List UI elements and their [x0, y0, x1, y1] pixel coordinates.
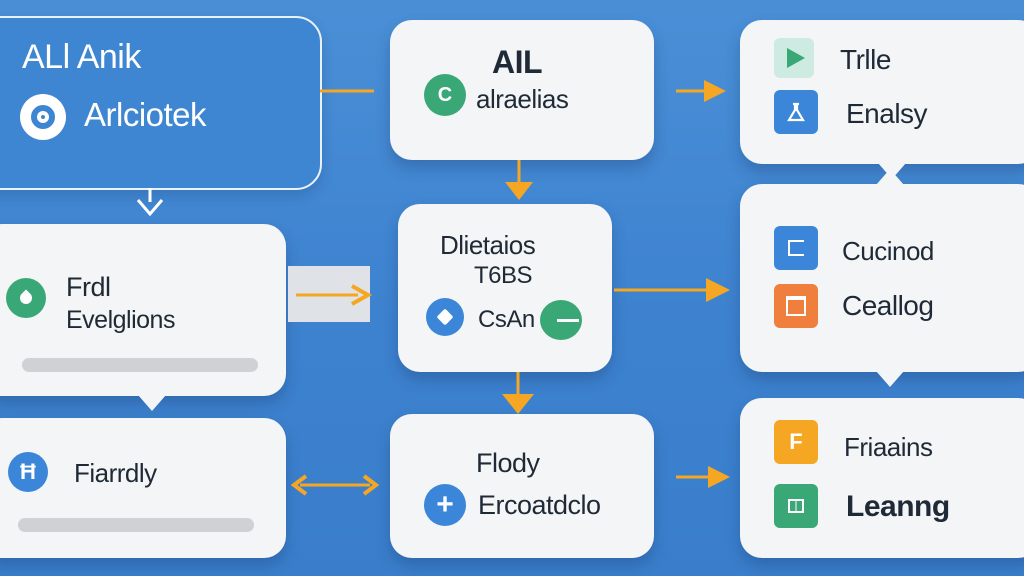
f-icon: F: [774, 420, 818, 464]
node5-line1: Dlietaios: [440, 230, 536, 260]
node4-pointer: [138, 395, 166, 411]
arrow-n2-n5: [505, 160, 533, 200]
node-cucinod: [740, 184, 1024, 372]
plus-icon: +: [424, 484, 466, 526]
node9-line2: Leanng: [846, 490, 950, 523]
node2-title: AIL: [492, 44, 543, 80]
node7-line1: Fiarrdly: [74, 458, 157, 488]
node3-line1: Trlle: [840, 44, 891, 75]
node1-title: ALl Anik: [22, 38, 141, 76]
node5-line2: T6BS: [474, 262, 533, 289]
node6-pointer-bottom: [876, 371, 904, 387]
arrow-n2-n3: [676, 80, 726, 102]
node1-line1: Arlciotek: [84, 96, 207, 133]
node8-line1: Flody: [476, 448, 540, 478]
arrow-n8-n9: [676, 466, 730, 488]
arrow-n7-n8: [290, 474, 380, 496]
node4-line1: Frdl: [66, 272, 111, 302]
node-fiarrdly: [0, 418, 286, 558]
node6-line2: Ceallog: [842, 290, 934, 321]
arrow-n5-n6: [614, 278, 730, 302]
arrow-n4-n5: [296, 284, 373, 306]
flask-icon: [774, 90, 818, 134]
arrow-n5-n8: [502, 372, 534, 414]
calendar-icon: [774, 284, 818, 328]
node8-line2: Ercoatdclo: [478, 490, 601, 520]
play-icon: [774, 38, 814, 78]
leaf-icon: [6, 278, 46, 318]
pill-icon: [540, 300, 582, 340]
progress-bar-2: [18, 518, 254, 532]
node6-pointer: [876, 169, 904, 185]
node6-line1: Cucinod: [842, 236, 934, 266]
progress-bar: [22, 358, 258, 372]
node2-line1: alraelias: [476, 84, 569, 114]
node9-line1: Friaains: [844, 432, 933, 462]
node3-line2: Enalsy: [846, 98, 928, 129]
arrow-n1-n2: [320, 89, 374, 93]
node-flody: [390, 414, 654, 558]
table-icon: [774, 484, 818, 528]
node-dlietaios: [398, 204, 612, 372]
target-icon: [20, 94, 66, 140]
c-icon: C: [424, 74, 466, 116]
square-icon: [774, 226, 818, 270]
arrow-n1-n4: [136, 188, 164, 217]
node4-line2: Evelglions: [66, 306, 175, 334]
node5-line3: CsAn: [478, 306, 535, 333]
h-icon: Ħ: [8, 452, 48, 492]
tag-icon: [426, 298, 464, 336]
